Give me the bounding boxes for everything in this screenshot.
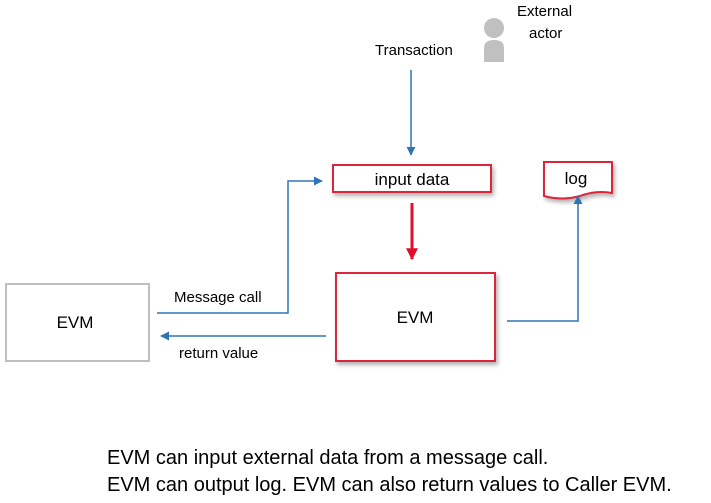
input-data-box: input data	[332, 164, 492, 193]
external-actor-label-line1: External	[517, 3, 573, 20]
external-actor-label-line2: actor	[529, 25, 563, 42]
log-label: log	[565, 169, 588, 188]
return-value-label: return value	[179, 345, 259, 362]
caller-evm-label: EVM	[57, 313, 94, 332]
message-call-label: Message call	[174, 289, 262, 306]
transaction-label: Transaction	[375, 42, 453, 59]
input-data-label: input data	[375, 170, 450, 189]
message-call-arrow	[157, 176, 323, 314]
log-box: log	[543, 161, 613, 200]
caption-line1: EVM can input external data from a messa…	[107, 447, 549, 469]
caller-evm-box: EVM	[5, 283, 150, 362]
evm-main-label: EVM	[397, 308, 434, 327]
evm-to-log-arrow	[507, 195, 583, 322]
evm-main-box: EVM	[335, 272, 496, 362]
caption-line2: EVM can output log. EVM can also return …	[107, 474, 672, 496]
person-icon	[484, 18, 504, 62]
